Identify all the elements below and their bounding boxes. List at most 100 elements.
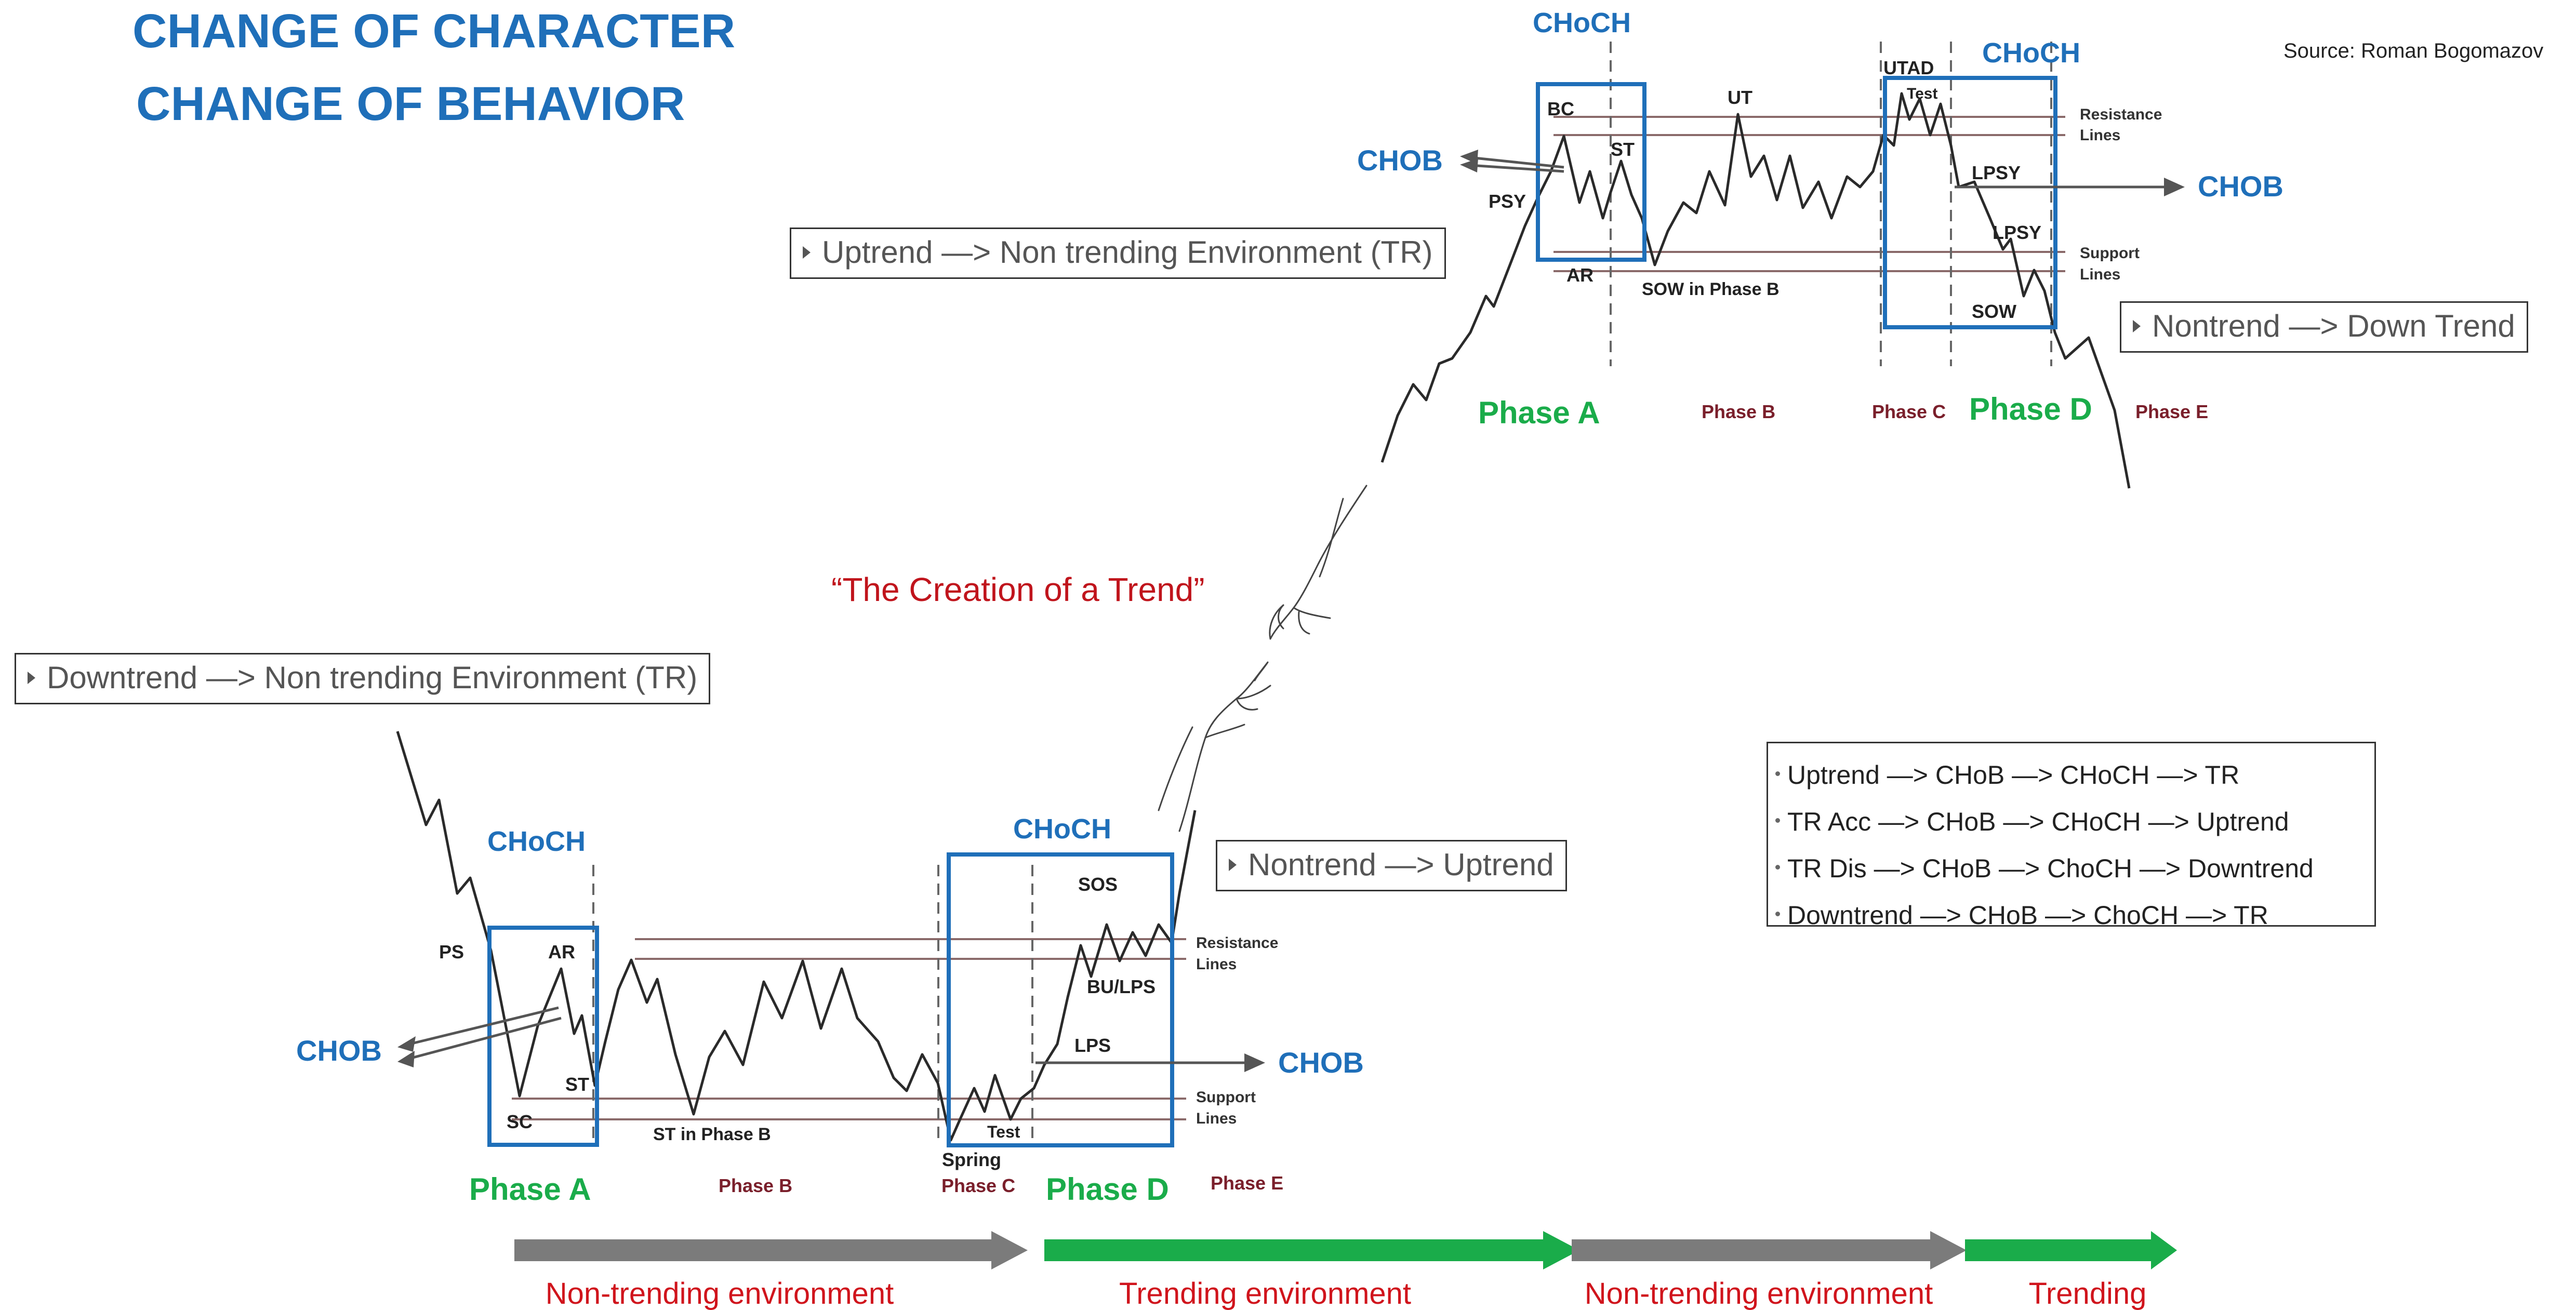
dist-label-psy: PSY [1489, 191, 1526, 212]
acc-phase-b: Phase B [719, 1175, 792, 1196]
bullet-dot-icon [1775, 865, 1780, 870]
dist-label-support-1: Support [2080, 245, 2140, 262]
env-arrow-2-head [1543, 1231, 1579, 1269]
acc-label-sos: SOS [1078, 874, 1118, 895]
acc-chob-arrow-1 [405, 1006, 559, 1047]
source-credit: Source: Roman Bogomazov [2283, 39, 2544, 62]
acc-chob-arrowhead-right [1244, 1053, 1265, 1072]
acc-phase-d: Phase D [1046, 1172, 1169, 1207]
env-arrow-4-head [2151, 1231, 2177, 1269]
acc-label-resistance-2: Lines [1196, 956, 1237, 973]
env-arrow-2-shaft [1044, 1239, 1543, 1261]
env-label-4: Trending [2029, 1277, 2147, 1310]
dist-phase-c: Phase C [1872, 401, 1946, 422]
acc-chob-left-label: CHOB [296, 1034, 382, 1067]
acc-label-sc: SC [507, 1111, 533, 1132]
env-label-2: Trending environment [1119, 1277, 1411, 1310]
acc-label-resistance-1: Resistance [1196, 934, 1278, 952]
note-nontrend-to-downtrend: Nontrend —> Down Trend [2120, 301, 2528, 353]
dist-label-utad: UTAD [1883, 57, 1934, 78]
acc-chob-arrow-2 [405, 1017, 562, 1061]
acc-choch-d-label: CHoCH [1013, 813, 1111, 845]
dist-phase-d: Phase D [1969, 392, 2092, 426]
acc-label-lps: LPS [1074, 1035, 1111, 1056]
dist-label-ar: AR [1566, 264, 1594, 286]
dist-phase-b: Phase B [1702, 401, 1775, 422]
creation-hands-illustration [1158, 485, 1367, 832]
dist-label-resistance-1: Resistance [2080, 106, 2162, 123]
acc-phase-a: Phase A [469, 1172, 591, 1207]
dist-chob-right-label: CHOB [2198, 170, 2283, 203]
summary-row: Uptrend —> CHoB —> CHoCH —> TR [1775, 752, 2364, 798]
dist-label-lpsy-2: LPSY [1993, 222, 2041, 243]
acc-chob-right-label: CHOB [1278, 1046, 1364, 1079]
summary-row-text: Downtrend —> CHoB —> ChoCH —> TR [1787, 901, 2268, 930]
summary-box: Uptrend —> CHoB —> CHoCH —> TR TR Acc —>… [1767, 742, 2376, 930]
dist-label-bc: BC [1547, 98, 1574, 119]
dist-label-support-2: Lines [2080, 266, 2120, 283]
dist-label-resistance-2: Lines [2080, 127, 2120, 144]
dist-label-sow: SOW [1972, 301, 2016, 322]
note-nontrend-to-downtrend-text: Nontrend —> Down Trend [2152, 309, 2515, 343]
dist-phase-a: Phase A [1478, 395, 1600, 430]
env-arrow-3-shaft [1572, 1239, 1930, 1261]
bullet-triangle-icon [803, 246, 811, 259]
dist-phase-e: Phase E [2135, 401, 2208, 422]
bullet-triangle-icon [1229, 859, 1237, 872]
distribution-schematic: CHOB CHOB CHoCH CHoCH PSY BC ST AR UT UT… [1357, 7, 2283, 489]
upper-hand-fingers-icon [1278, 604, 1331, 635]
dist-choch-a-label: CHoCH [1533, 7, 1631, 38]
acc-box-phase-a [487, 926, 599, 1147]
acc-label-spring: Spring [942, 1149, 1001, 1170]
env-label-1: Non-trending environment [546, 1277, 894, 1310]
summary-row: TR Acc —> CHoB —> CHoCH —> Uptrend [1775, 798, 2364, 845]
environment-arrows: Non-trending environment Trending enviro… [514, 1231, 2177, 1310]
title-line-2: CHANGE OF BEHAVIOR [136, 77, 685, 130]
note-downtrend-to-tr: Downtrend —> Non trending Environment (T… [15, 653, 711, 704]
note-nontrend-to-uptrend-text: Nontrend —> Uptrend [1248, 847, 1554, 882]
bullet-dot-icon [1775, 912, 1780, 917]
dist-label-test: Test [1907, 85, 1937, 102]
acc-price-path [396, 731, 1197, 1142]
note-nontrend-to-uptrend: Nontrend —> Uptrend [1216, 840, 1567, 891]
dist-box-phase-d [1883, 76, 2057, 329]
acc-label-support-1: Support [1196, 1089, 1256, 1106]
acc-label-st-phase-b: ST in Phase B [653, 1125, 771, 1144]
lower-hand-fingers-icon [1204, 685, 1271, 739]
dist-choch-d-label: CHoCH [1982, 37, 2080, 69]
summary-row-text: TR Acc —> CHoB —> CHoCH —> Uptrend [1787, 807, 2289, 836]
dist-chob-arrow-2 [1469, 164, 1564, 173]
bullet-dot-icon [1775, 818, 1780, 823]
acc-label-ps: PS [439, 941, 464, 963]
title-line-1: CHANGE OF CHARACTER [132, 5, 736, 58]
upper-arm-contour-icon [1319, 498, 1344, 578]
acc-chob-arrowhead-2 [397, 1051, 415, 1067]
note-downtrend-to-tr-text: Downtrend —> Non trending Environment (T… [47, 660, 698, 695]
dist-label-st: ST [1611, 139, 1635, 160]
env-arrow-3-head [1930, 1231, 1967, 1269]
dist-box-phase-a [1536, 82, 1646, 262]
acc-choch-a-label: CHoCH [487, 826, 586, 857]
acc-box-phase-d [947, 852, 1174, 1147]
bullet-triangle-icon [2133, 320, 2141, 333]
dist-price-path [1380, 92, 2131, 489]
note-uptrend-to-tr-text: Uptrend —> Non trending Environment (TR) [822, 235, 1433, 270]
dist-chob-arrowhead-2 [1460, 158, 1478, 172]
env-arrow-1-shaft [514, 1239, 991, 1261]
acc-phase-e: Phase E [1211, 1172, 1283, 1194]
accumulation-schematic: CHOB CHOB CHoCH CHoCH PS AR ST SC Spring… [296, 731, 1364, 1207]
dist-label-sow-phase-b: SOW in Phase B [1642, 279, 1780, 299]
acc-label-bu-lps: BU/LPS [1087, 976, 1156, 997]
acc-label-ar: AR [548, 941, 575, 963]
dist-label-lpsy-1: LPSY [1972, 162, 2021, 183]
upper-hand-icon [1269, 485, 1367, 640]
dist-chob-arrowhead-right [2164, 178, 2185, 196]
acc-chob-arrowhead-1 [397, 1036, 416, 1052]
bullet-dot-icon [1775, 771, 1780, 777]
summary-row-text: TR Dis —> CHoB —> ChoCH —> Downtrend [1787, 854, 2314, 883]
summary-row: Downtrend —> CHoB —> ChoCH —> TR [1775, 892, 2364, 939]
summary-row: TR Dis —> CHoB —> ChoCH —> Downtrend [1775, 845, 2364, 892]
dist-chob-arrow-1 [1469, 156, 1564, 169]
